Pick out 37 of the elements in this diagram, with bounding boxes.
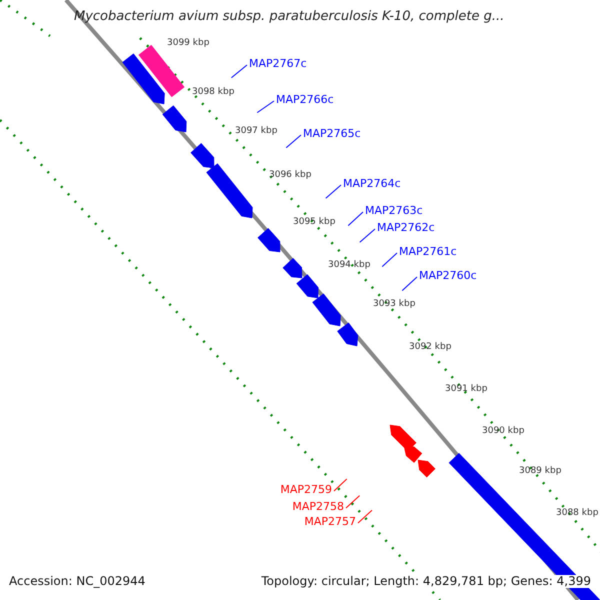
leader-line [402, 276, 418, 292]
tick-label: 3099 kbp [167, 39, 210, 49]
leader-line [286, 134, 302, 148]
accession-text: Accession: NC_002944 [9, 575, 146, 588]
leader-line [346, 495, 360, 508]
leader-line [256, 100, 274, 114]
gene-label: MAP2758 [292, 501, 344, 514]
tick-label: 3091 kbp [445, 385, 488, 395]
tick-label: 3089 kbp [519, 467, 562, 477]
gene-label: MAP2757 [304, 516, 356, 528]
gene-label: MAP2766c [276, 94, 334, 106]
leader-line [230, 64, 248, 78]
tick-label: 3094 kbp [328, 261, 370, 271]
gene-label: MAP2763c [365, 205, 423, 218]
gene-label: MAP2765c [303, 128, 361, 140]
tick-label: 3092 kbp [409, 343, 452, 353]
gene-label: MAP2767c [249, 58, 307, 70]
tick-label: 3096 kbp [269, 171, 312, 181]
tick-label: 3095 kbp [293, 218, 336, 228]
genome-summary: Topology: circular; Length: 4,829,781 bp; Genes: 4,399 [261, 575, 591, 588]
leader-line [334, 478, 348, 492]
leader-line [325, 184, 342, 199]
gene-label: MAP2762c [377, 222, 435, 234]
tick-label: 3098 kbp [192, 88, 234, 98]
leader-line [359, 228, 376, 243]
gene-label: MAP2759 [280, 484, 332, 496]
leader-line [358, 510, 372, 524]
gene-label: MAP2764c [343, 178, 401, 190]
gene-label: MAP2760c [419, 270, 477, 282]
leader-line [382, 252, 398, 268]
leader-line [348, 212, 364, 226]
tick-label: 3090 kbp [482, 427, 524, 437]
diagram-title: Mycobacterium avium subsp. paratuberculosis K-10, complete g... [74, 10, 504, 24]
tick-label: 3093 kbp [373, 300, 416, 310]
gene-label: MAP2761c [399, 246, 457, 258]
tick-label: 3097 kbp [235, 127, 278, 137]
tick-label: 3088 kbp [556, 509, 598, 519]
